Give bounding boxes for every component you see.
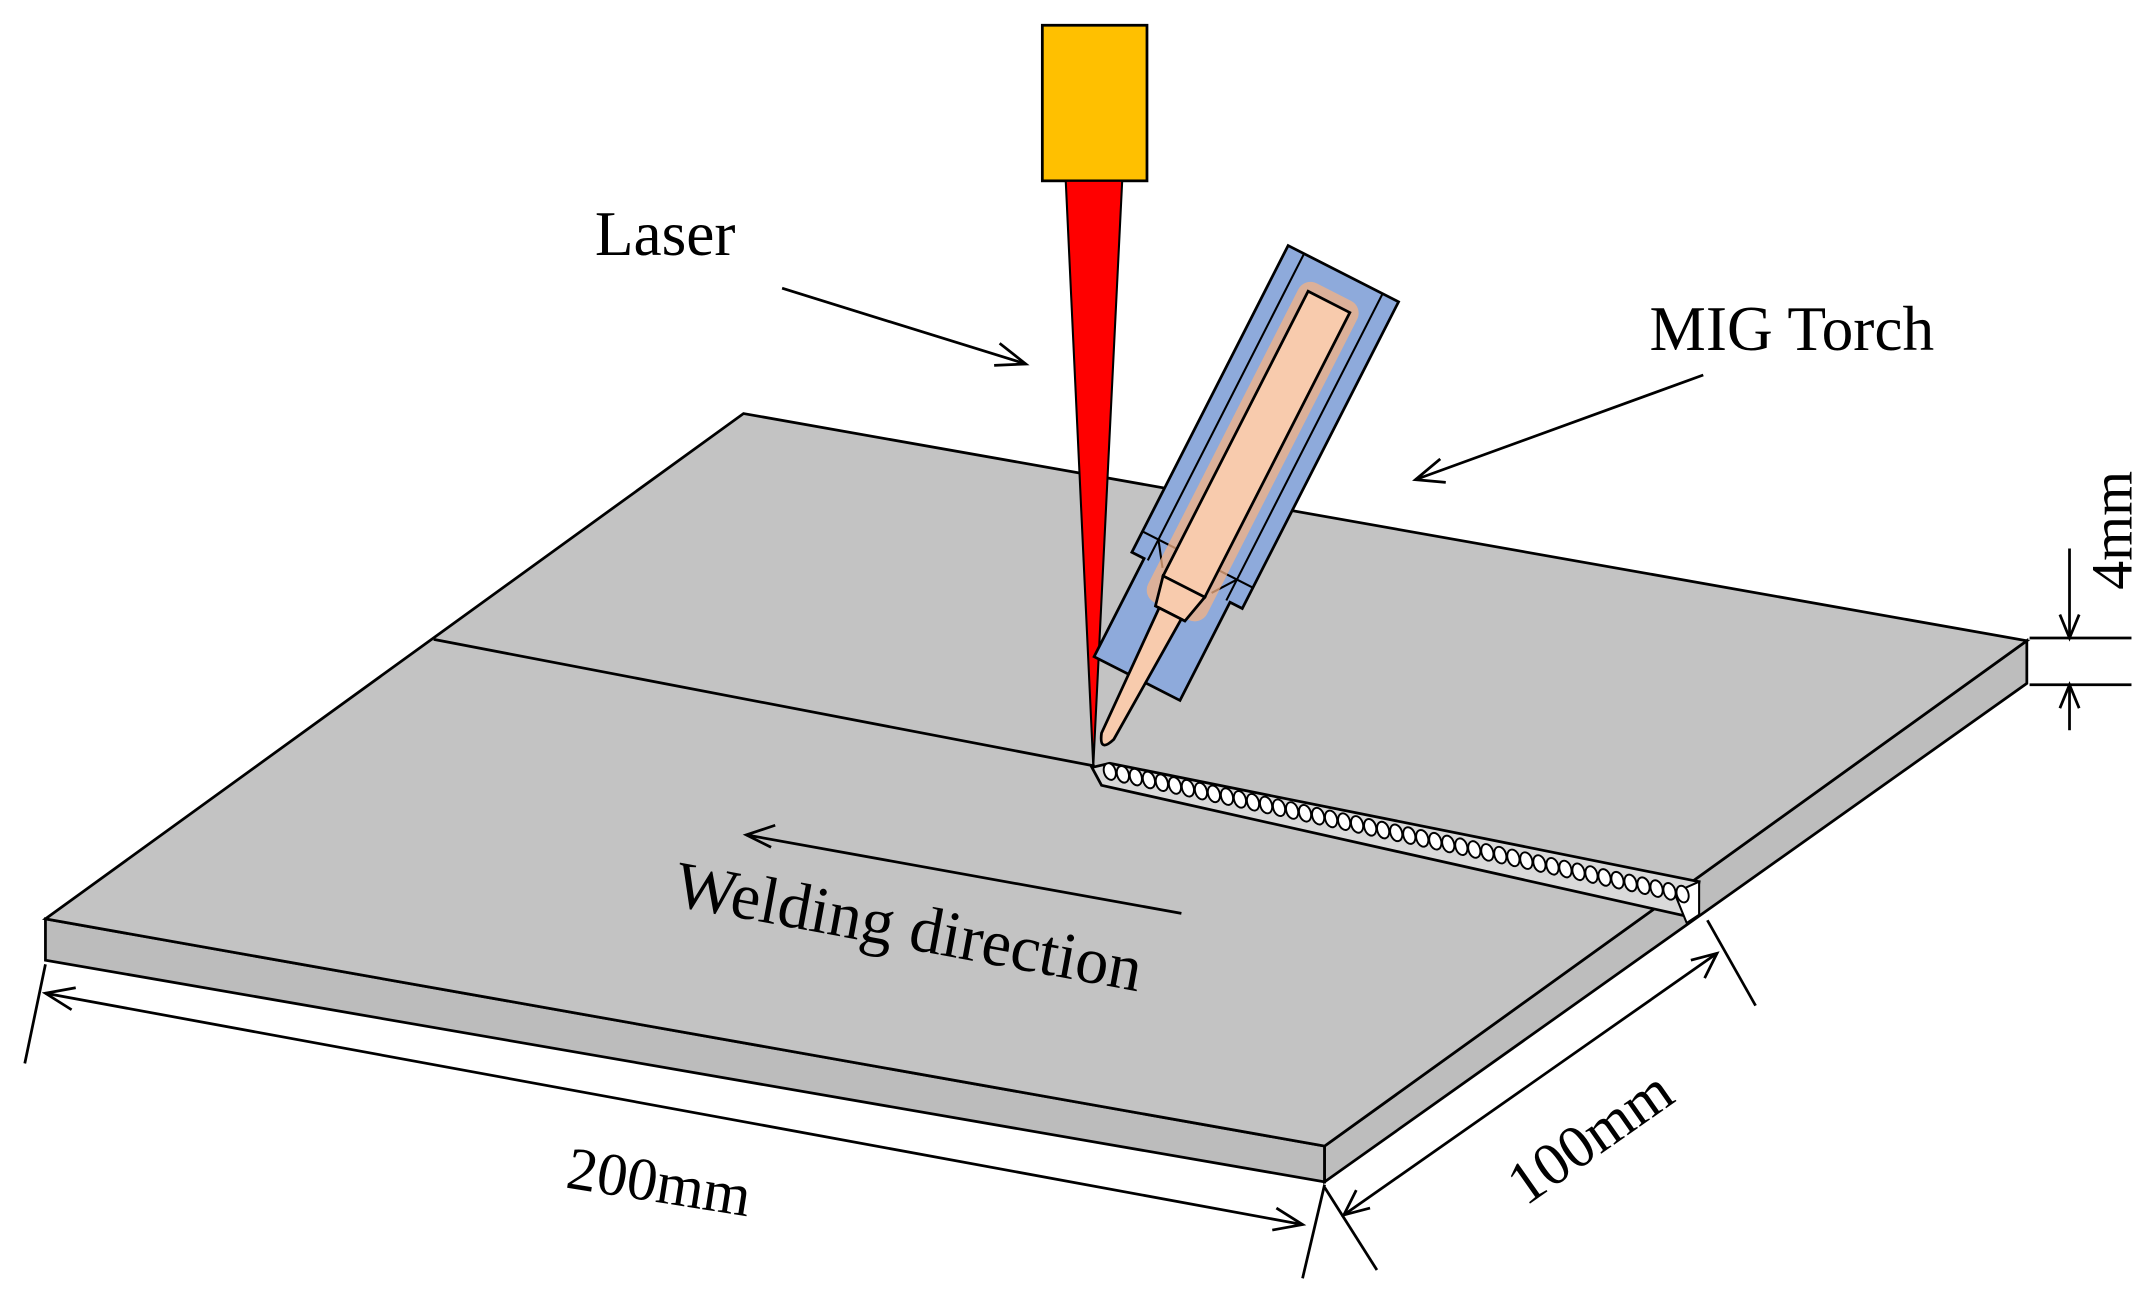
bead-ripple xyxy=(1337,812,1352,831)
length-label: 200mm xyxy=(562,1135,755,1230)
bead-ripple xyxy=(1206,784,1221,804)
bead-ripple xyxy=(1597,868,1612,887)
bead-ripple xyxy=(1506,848,1521,868)
bead-ripple xyxy=(1271,798,1287,818)
mig-torch xyxy=(1092,243,1401,747)
bead-ripple xyxy=(1154,773,1169,792)
bead-ripple xyxy=(1259,795,1274,815)
bead-ripple xyxy=(1519,851,1534,870)
bead-ripple xyxy=(1297,803,1313,823)
bead-ripple xyxy=(1219,787,1235,806)
bead-ripple xyxy=(1610,870,1625,890)
weld-bead xyxy=(1089,761,1701,925)
welding-direction-arrow xyxy=(742,823,1182,915)
bead-ripple xyxy=(1545,857,1560,876)
bead-ripple xyxy=(1102,762,1117,781)
length-dimension xyxy=(23,964,1326,1279)
thickness-dimension xyxy=(2029,548,2132,731)
bead-ripple xyxy=(1441,834,1456,854)
bead-ripple xyxy=(1141,770,1156,790)
bead-ripple xyxy=(1493,845,1508,865)
bead-ripple xyxy=(1180,778,1195,798)
bead-ripple xyxy=(1675,884,1690,904)
bead-ripple xyxy=(1311,806,1326,826)
bead-ripple xyxy=(1389,823,1404,843)
bead-ripple xyxy=(1467,840,1482,859)
bead-ripple xyxy=(1480,843,1495,862)
bead-ripple xyxy=(1623,873,1638,893)
laser-housing xyxy=(1040,23,1149,183)
bead-ripple xyxy=(1636,876,1651,895)
bead-ripple xyxy=(1415,829,1430,848)
mig-torch-label: MIG Torch xyxy=(1650,294,1935,364)
plate xyxy=(42,412,2031,1185)
bead-ripple xyxy=(1376,820,1391,840)
bead-ripple xyxy=(1363,818,1378,837)
bead-ripple xyxy=(1245,792,1261,812)
width-dimension xyxy=(1323,919,1757,1271)
width-label: 100mm xyxy=(1495,1057,1685,1218)
joint-line xyxy=(433,638,1095,768)
bead-ripple xyxy=(1571,862,1586,882)
bead-ripple xyxy=(1584,865,1599,884)
bead-ripple xyxy=(1454,837,1469,857)
bead-ripple xyxy=(1402,826,1417,845)
thickness-label: 4mm xyxy=(2079,471,2144,590)
bead-ripple xyxy=(1662,882,1677,901)
bead-ripple xyxy=(1128,767,1143,787)
bead-ripple xyxy=(1350,815,1365,834)
bead-ripple xyxy=(1167,776,1182,795)
laser-leader-arrow xyxy=(781,286,1030,367)
bead-ripple xyxy=(1232,790,1247,809)
plate-top-face xyxy=(42,412,2031,1148)
bead-ripple xyxy=(1558,859,1573,879)
bead-ripple xyxy=(1324,809,1339,829)
bead-ripple xyxy=(1193,781,1209,801)
bead-ripple xyxy=(1649,879,1664,898)
bead-ripple xyxy=(1115,765,1130,784)
bead-ripple xyxy=(1428,831,1443,851)
laser-head xyxy=(1040,23,1149,767)
laser-beam xyxy=(1064,179,1124,767)
torch-leader-arrow xyxy=(1412,373,1704,484)
laser-label: Laser xyxy=(595,199,736,269)
bead-ripple xyxy=(1285,801,1300,820)
bead-ripple xyxy=(1532,854,1547,873)
